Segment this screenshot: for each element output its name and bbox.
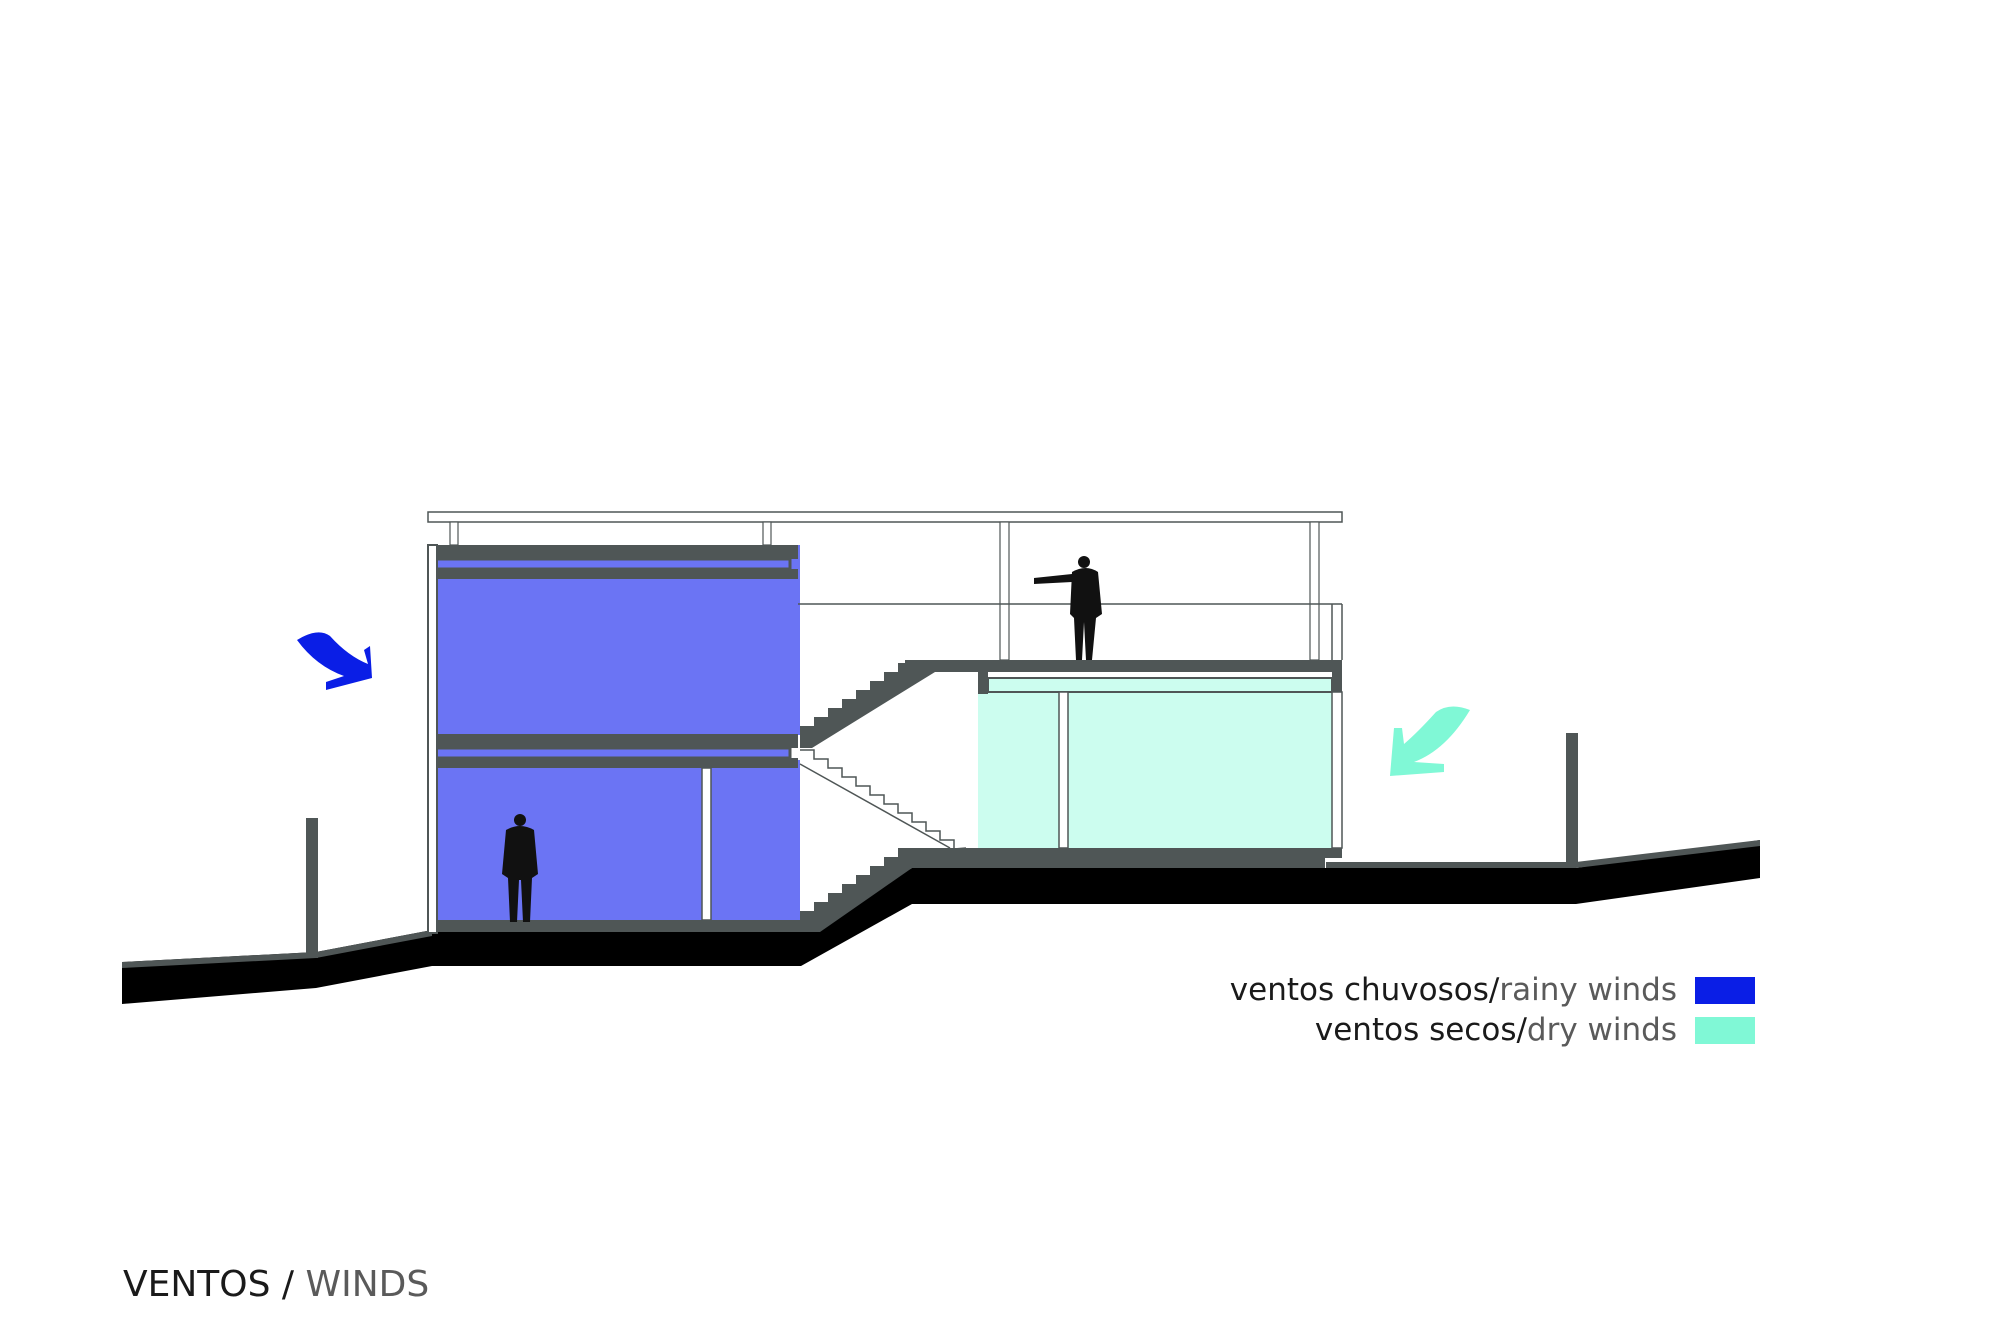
roof-beam-left xyxy=(434,557,792,571)
wall-left xyxy=(427,544,438,934)
floor-slab-right xyxy=(905,848,1342,858)
rainy-volume-lower xyxy=(428,760,800,922)
title-main: VENTOS / xyxy=(123,1264,306,1305)
terrain-edge-right xyxy=(1326,840,1760,868)
boundary-post-right xyxy=(1566,733,1578,863)
right-wall xyxy=(1331,691,1343,849)
floor-slab-right-lower xyxy=(905,858,1325,868)
pergola-post-4 xyxy=(1309,521,1320,661)
person-silhouette-icon xyxy=(1034,556,1102,660)
dry-volume-beam xyxy=(987,677,1333,693)
roof-slab-left-lower xyxy=(428,569,798,579)
drawing-title: VENTOS / WINDS xyxy=(123,1262,429,1308)
pergola-post-2 xyxy=(762,521,772,546)
person-silhouette-icon xyxy=(502,814,538,922)
middle-beam-left xyxy=(434,746,792,760)
rainy-wind-arrow-icon xyxy=(297,632,372,690)
middle-slab-left-lower xyxy=(428,758,798,768)
middle-slab-left xyxy=(428,734,798,748)
boundary-post-left xyxy=(306,818,318,958)
column-left-block xyxy=(701,767,712,921)
roof-slab-left xyxy=(428,545,798,559)
floor-slab-left xyxy=(428,920,800,932)
terrace-slab-edge-right xyxy=(1332,672,1342,694)
terrace-slab-edge-left xyxy=(978,672,988,694)
stair-flight-upper xyxy=(800,662,935,748)
pergola-post-1 xyxy=(449,521,459,546)
pergola-post-3 xyxy=(999,521,1010,661)
legend-label: ventos secos/ xyxy=(1314,1012,1527,1048)
terrain-ground xyxy=(122,840,1760,1004)
legend-item-dry-winds: ventos secos/ dry winds xyxy=(1315,1010,1755,1050)
legend-label: ventos chuvosos/ xyxy=(1229,972,1500,1008)
legend-swatch-rainy xyxy=(1695,976,1755,1004)
legend-swatch-dry xyxy=(1695,1016,1755,1044)
terrace-slab xyxy=(905,660,1342,672)
terrain-edge-left xyxy=(122,930,432,968)
legend-translation: dry winds xyxy=(1526,1012,1677,1048)
dry-volume xyxy=(978,678,1342,848)
roof-pergola xyxy=(427,511,1343,523)
stair-flight-lower xyxy=(800,848,912,932)
title-translation: WINDS xyxy=(305,1264,430,1305)
dry-wind-arrow-icon xyxy=(1390,706,1470,776)
stair-landing xyxy=(800,735,812,748)
column-right-block xyxy=(1058,691,1069,849)
stair-flight-middle xyxy=(799,749,967,850)
legend-item-rainy-winds: ventos chuvosos/ rainy winds xyxy=(1230,970,1755,1010)
legend-translation: rainy winds xyxy=(1499,972,1677,1008)
